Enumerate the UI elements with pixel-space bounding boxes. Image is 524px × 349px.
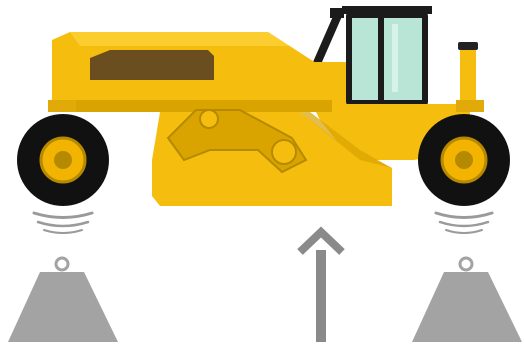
cab-window xyxy=(352,18,422,100)
linkage-arm xyxy=(166,109,308,174)
exhaust-stack xyxy=(458,42,478,106)
right-weight-icon xyxy=(412,256,522,342)
left-weight-icon xyxy=(8,256,118,342)
wheel-tractor-scraper-icon xyxy=(17,6,510,206)
up-arrow-icon xyxy=(297,226,345,342)
left-axle-mount xyxy=(48,100,76,112)
left-bounce-marks xyxy=(32,211,94,234)
right-wheel xyxy=(418,114,510,206)
right-axle-mount xyxy=(456,100,484,112)
left-wheel xyxy=(17,114,109,206)
right-bounce-marks xyxy=(434,211,494,234)
